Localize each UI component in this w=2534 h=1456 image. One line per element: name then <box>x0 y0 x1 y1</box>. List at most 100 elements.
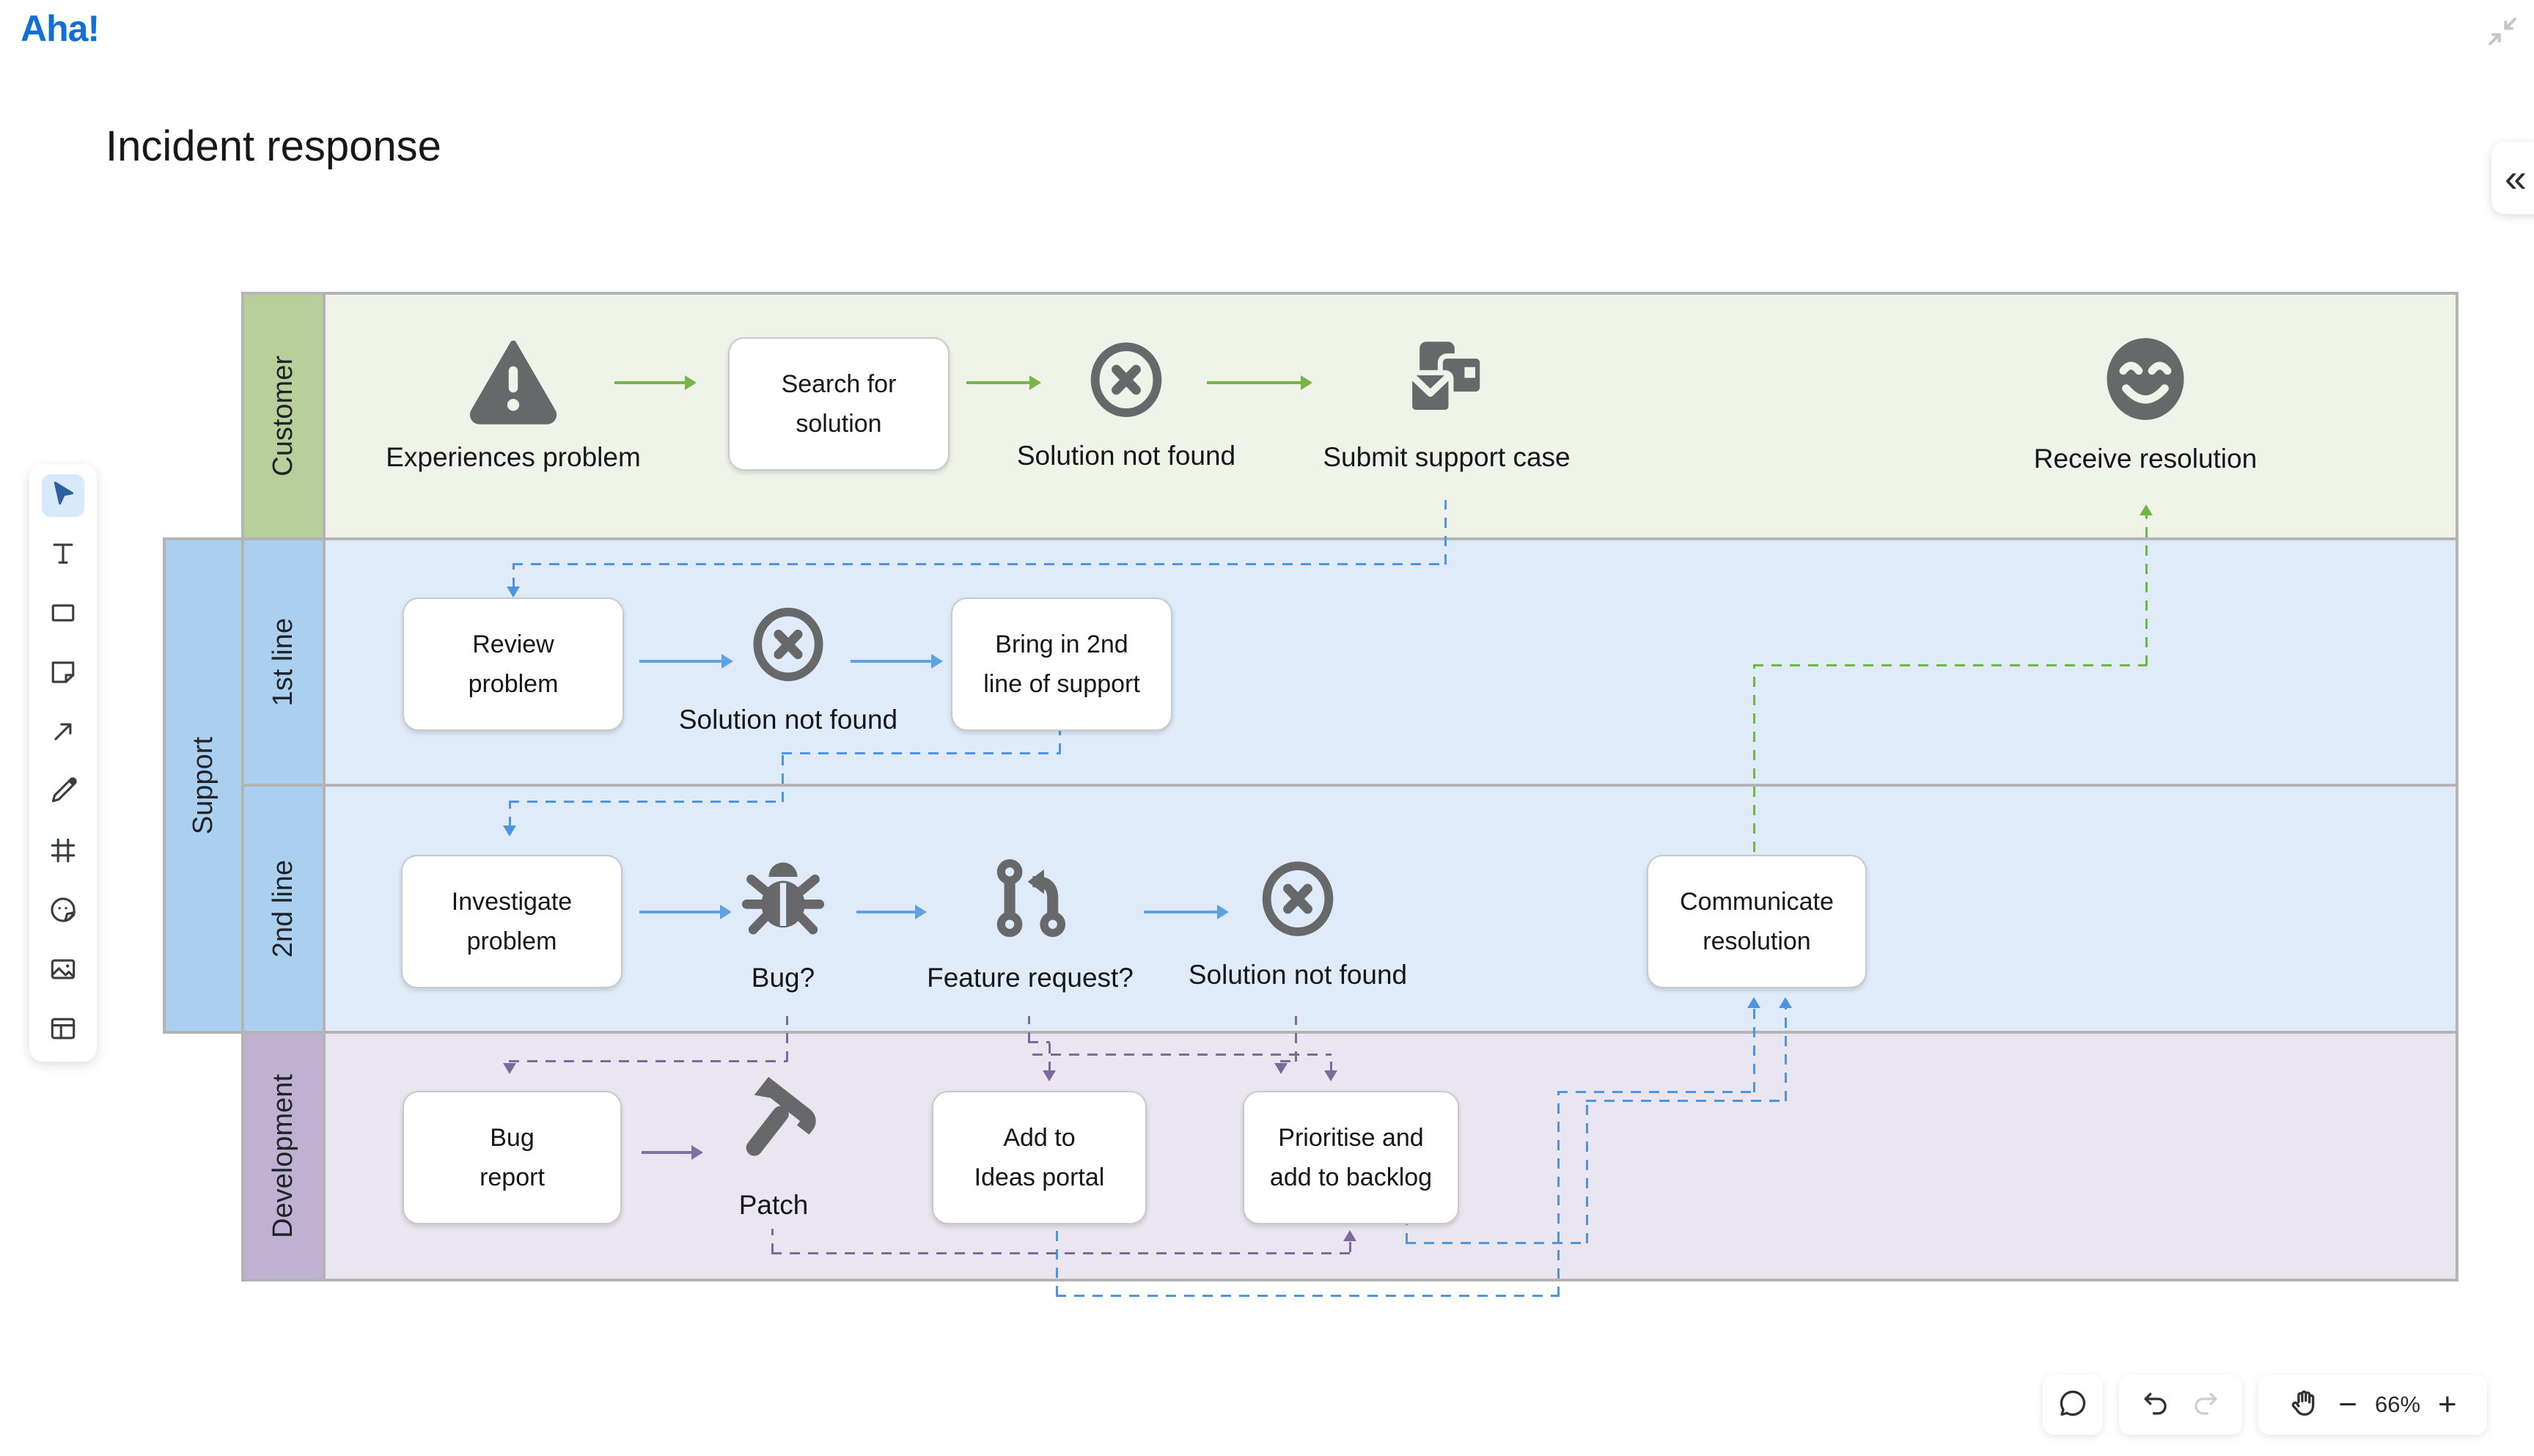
sidebar-collapse-button[interactable]: « <box>2491 142 2534 214</box>
arrowhead <box>720 905 732 919</box>
connector-dashed <box>1586 1100 1588 1243</box>
sticky-note-tool-button[interactable] <box>42 652 84 695</box>
step-bug[interactable]: Bug? <box>636 849 930 993</box>
text-tool-button[interactable] <box>42 534 84 576</box>
node-search-for-solution[interactable]: Search for solution <box>728 337 950 471</box>
connector-dashed <box>509 1060 787 1062</box>
node-label: Prioritise and add to backlog <box>1269 1123 1433 1191</box>
step-patch[interactable]: Patch <box>664 1072 884 1221</box>
swimlane-customer[interactable]: Customer <box>241 292 2458 540</box>
support-case-icon <box>1398 331 1496 430</box>
node-communicate-resolution[interactable]: Communicate resolution <box>1647 855 1867 988</box>
node-review-problem[interactable]: Review problem <box>403 598 624 731</box>
swimlane-label: Support <box>188 736 218 835</box>
text-icon <box>47 537 79 573</box>
swimlane-label: 2nd line <box>268 859 298 958</box>
step-submit-support-case[interactable]: Submit support case <box>1300 331 1593 473</box>
node-bring-in-2nd-line[interactable]: Bring in 2nd line of support <box>951 598 1172 731</box>
step-receive-resolution[interactable]: Receive resolution <box>1999 330 2292 474</box>
arrowhead <box>2140 504 2153 515</box>
frame-icon <box>47 834 79 870</box>
comment-button[interactable] <box>2043 1375 2103 1435</box>
connector-dashed <box>782 752 1061 754</box>
arrowhead <box>507 587 520 598</box>
arrowhead <box>1301 375 1312 390</box>
connector-dashed <box>1280 1060 1296 1062</box>
swimlane-label: 1st line <box>268 617 298 707</box>
pan-hand-button[interactable] <box>2288 1387 2321 1423</box>
connector-tool-button[interactable] <box>42 712 84 754</box>
step-solution-not-found-second-line[interactable]: Solution not found <box>1151 853 1444 990</box>
undo-button[interactable] <box>2139 1387 2171 1423</box>
node-label: Add to Ideas portal <box>974 1123 1105 1191</box>
connector-line <box>966 381 1029 384</box>
connector-line <box>856 911 915 913</box>
sticker-tool-button[interactable] <box>42 890 84 933</box>
double-chevron-left-icon: « <box>2504 156 2527 200</box>
node-prioritise-backlog[interactable]: Prioritise and add to backlog <box>1243 1091 1459 1224</box>
image-tool-button[interactable] <box>42 949 84 992</box>
aha-logo[interactable]: Aha! <box>21 8 100 49</box>
arrowhead <box>721 654 733 669</box>
swimlane-label: Development <box>268 1074 298 1238</box>
swimlane-body[interactable] <box>326 295 2456 537</box>
connector-line <box>639 911 720 913</box>
select-tool-button[interactable] <box>42 474 84 517</box>
pen-icon <box>47 775 79 811</box>
step-label: Patch <box>738 1190 809 1220</box>
swimlane-header[interactable]: Customer <box>244 295 326 537</box>
bug-icon <box>734 849 832 951</box>
node-investigate-problem[interactable]: Investigate problem <box>401 855 623 988</box>
connector-dashed <box>1444 500 1447 565</box>
step-label: Receive resolution <box>2033 444 2258 474</box>
node-bug-report[interactable]: Bug report <box>403 1091 622 1224</box>
redo-button[interactable] <box>2190 1387 2222 1423</box>
step-feature-request[interactable]: Feature request? <box>884 849 1177 993</box>
node-label: Review problem <box>468 630 559 698</box>
pen-tool-button[interactable] <box>42 771 84 814</box>
connector-line <box>614 381 685 384</box>
sticker-smiley-icon <box>47 894 79 930</box>
connector-dashed <box>1753 664 2147 666</box>
zoom-out-button[interactable]: − <box>2338 1386 2357 1422</box>
swimlane-group-support[interactable]: Support <box>163 537 244 1034</box>
zoom-in-button[interactable]: + <box>2438 1386 2457 1422</box>
page-title[interactable]: Incident response <box>106 122 441 170</box>
node-add-to-ideas-portal[interactable]: Add to Ideas portal <box>932 1091 1147 1224</box>
warning-triangle-icon <box>464 331 562 430</box>
connector-line <box>1144 911 1217 913</box>
swimlane-header[interactable]: 2nd line <box>244 787 326 1031</box>
arrowhead <box>1043 1070 1056 1081</box>
connector-dashed <box>782 752 784 802</box>
arrowhead <box>1343 1230 1356 1241</box>
connector-dashed <box>2145 515 2148 666</box>
swimlane-header[interactable]: 1st line <box>244 540 326 784</box>
connector-dashed <box>1349 1240 1351 1252</box>
shape-tool-button[interactable] <box>42 593 84 636</box>
collapse-corner-icon[interactable] <box>2486 15 2519 48</box>
connector-dashed <box>1049 1041 1051 1072</box>
step-solution-not-found-first-line[interactable]: Solution not found <box>642 600 935 735</box>
swimlane-second-line[interactable]: 2nd line <box>241 784 2458 1034</box>
step-label: Solution not found <box>1016 441 1236 471</box>
cursor-icon <box>47 478 79 514</box>
connector-dashed <box>771 1252 1351 1254</box>
arrowhead <box>1747 997 1760 1008</box>
connector-dashed <box>1406 1242 1587 1244</box>
swimlane-body[interactable] <box>326 787 2456 1031</box>
arrowhead <box>503 826 516 837</box>
connector-dashed <box>1059 729 1061 754</box>
arrowhead <box>685 375 697 390</box>
step-experiences-problem[interactable]: Experiences problem <box>367 331 660 473</box>
step-label: Solution not found <box>678 705 898 735</box>
step-label: Feature request? <box>927 963 1134 993</box>
table-tool-button[interactable] <box>42 1009 84 1051</box>
merge-arrow-icon <box>981 849 1079 951</box>
step-label: Submit support case <box>1323 442 1571 472</box>
step-label: Bug? <box>751 963 815 993</box>
frame-tool-button[interactable] <box>42 831 84 873</box>
swimlane-header[interactable]: Development <box>244 1034 326 1279</box>
connector-dashed <box>1557 1091 1560 1297</box>
comment-bubble-icon <box>2057 1387 2089 1423</box>
step-solution-not-found-customer[interactable]: Solution not found <box>980 334 1273 471</box>
